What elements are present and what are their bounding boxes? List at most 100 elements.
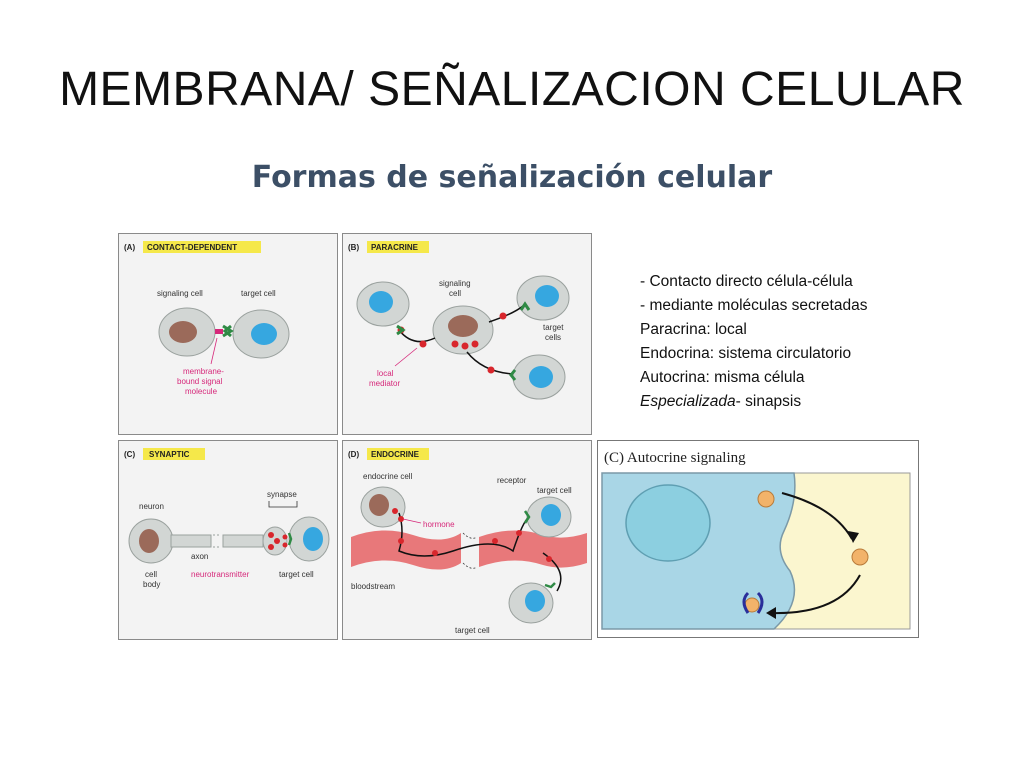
pointer-line [210, 337, 218, 365]
hormone-molecule [392, 508, 398, 514]
hormone-molecule [546, 556, 552, 562]
note-item: Autocrina: misma célula [640, 369, 805, 386]
note-item: - mediante moléculas secretadas [640, 297, 868, 314]
panel-tag: SYNAPTIC [149, 450, 190, 459]
autocrine-nucleus [625, 484, 711, 562]
signaling-label-1: signaling [439, 279, 471, 288]
panel-contact-dependent: (A) CONTACT-DEPENDENT signaling cell tar… [118, 233, 338, 435]
target-nucleus [303, 527, 323, 551]
neurotransmitter-vesicle [282, 534, 288, 540]
cell-body-label-2: body [143, 580, 160, 589]
signal-molecule [461, 342, 469, 350]
bloodstream-segment [351, 530, 461, 570]
panel-tag-bg [367, 448, 429, 460]
neurotransmitter-vesicle [282, 542, 288, 548]
signal-molecule [451, 340, 459, 348]
panel-letter: (B) [348, 243, 359, 252]
signal-arrow [398, 329, 436, 343]
receptor-icon [509, 369, 517, 381]
signal-arrow [488, 305, 524, 323]
panel-endocrine: (D) ENDOCRINE endocrine cell receptor ta… [342, 440, 592, 640]
panel-synaptic: (C) SYNAPTIC neuron synapse axon cell bo… [118, 440, 338, 640]
target-cells-label-1: target [543, 323, 564, 332]
note-item: - Contacto directo célula-célula [640, 273, 853, 290]
curved-arrow [781, 492, 853, 540]
bloodstream-gap [462, 562, 478, 569]
target-nucleus [369, 291, 393, 313]
endocrine-nucleus [369, 494, 389, 516]
signal-molecule [757, 490, 775, 508]
panel-tag: ENDOCRINE [371, 450, 420, 459]
pointer-line [402, 518, 422, 524]
panel-letter: (A) [124, 243, 135, 252]
neuron-nucleus [139, 529, 159, 553]
target-cell-label: target cell [279, 570, 314, 579]
panel-tag: PARACRINE [371, 243, 419, 252]
slide-title: MEMBRANA/ SEÑALIZACION CELULAR [59, 63, 965, 116]
bloodstream-segment [479, 530, 587, 568]
neurotransmitter-vesicle [274, 538, 280, 544]
neurotransmitter-label: neurotransmitter [191, 570, 250, 579]
target-cell-top-label: target cell [537, 486, 572, 495]
target-cell-label: target cell [241, 289, 276, 298]
neurotransmitter-vesicle [268, 532, 274, 538]
note-emphasis: Especializada [640, 393, 736, 410]
panel-autocrine: (C) Autocrine signaling [597, 440, 919, 638]
pointer-line [394, 347, 418, 367]
signaling-nucleus [448, 315, 478, 337]
cell-body-label-1: cell [145, 570, 157, 579]
arrowhead-icon [766, 607, 776, 619]
panel-letter: (D) [348, 450, 359, 459]
signal-molecule [419, 340, 427, 348]
receptor-icon [742, 591, 764, 614]
neuron-label: neuron [139, 502, 164, 511]
hormone-path [542, 552, 562, 592]
curved-arrow [769, 574, 861, 615]
bloodstream-gap [462, 532, 478, 539]
target-nucleus [529, 366, 553, 388]
note-item: Endocrina: sistema circulatorio [640, 345, 852, 362]
hormone-molecule [398, 516, 404, 522]
panel-paracrine: (B) PARACRINE signaling cell target cell… [342, 233, 592, 435]
notes-list: - Contacto directo célula-célula - media… [640, 270, 1020, 414]
note-suffix: - sinapsis [735, 393, 802, 410]
receptor-icon [396, 324, 406, 336]
panel-letter: (C) [124, 450, 135, 459]
receptor-icon [519, 301, 531, 311]
receptor-icon [222, 324, 234, 338]
axon-label: axon [191, 552, 208, 561]
hormone-molecule [492, 538, 498, 544]
hormone-molecule [398, 538, 404, 544]
panel-tag: CONTACT-DEPENDENT [147, 243, 237, 252]
hormone-label: hormone [423, 520, 455, 529]
membrane-signal-molecule [215, 329, 223, 334]
axon [170, 534, 212, 548]
mediator-label-1: local [377, 369, 394, 378]
figure-title: Formas de señalización celular [251, 160, 773, 195]
arrowhead-icon [848, 531, 859, 543]
receptor-icon [287, 532, 293, 546]
panel-tag-bg [367, 241, 429, 253]
neurotransmitter-vesicle [268, 544, 274, 550]
panel-tag-bg [143, 448, 205, 460]
receptor-icon [523, 510, 531, 524]
signaling-nucleus [169, 321, 197, 343]
synapse-label: synapse [267, 490, 297, 499]
receptor-icon [544, 582, 556, 589]
signaling-cell-label: signaling cell [157, 289, 203, 298]
signal-molecule [499, 312, 507, 320]
panel-tag-bg [143, 241, 261, 253]
note-item: Paracrina: local [640, 321, 747, 338]
axon [222, 534, 264, 548]
target-nucleus [251, 323, 277, 345]
hormone-molecule [516, 530, 522, 536]
signal-molecule [851, 548, 869, 566]
target-nucleus [541, 504, 561, 526]
signal-arrow [466, 351, 514, 375]
target-nucleus [535, 285, 559, 307]
membrane-label-1: membrane- [183, 367, 224, 376]
endocrine-cell-label: endocrine cell [363, 472, 413, 481]
signal-molecule [487, 366, 495, 374]
membrane-label-3: molecule [185, 387, 218, 396]
target-nucleus [525, 590, 545, 612]
